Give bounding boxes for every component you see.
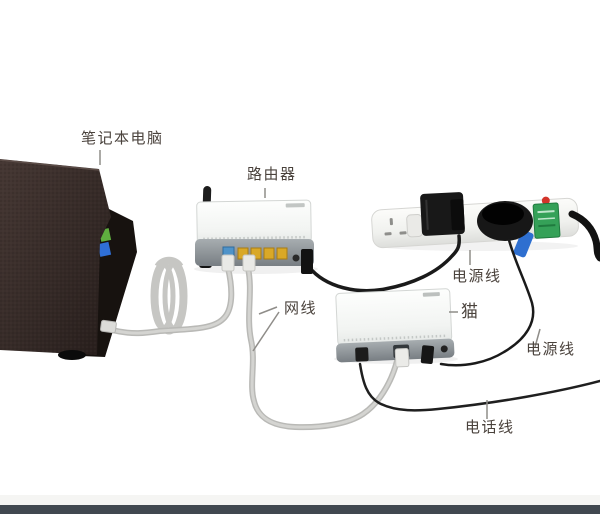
- pointer-network-cable-b: [252, 311, 280, 352]
- modem: [335, 288, 455, 368]
- laptop-lid-edge: [0, 159, 100, 171]
- strip-socket-mark-3: [399, 231, 407, 235]
- router-lan-port-4: [276, 247, 288, 260]
- power-adapter-rectangular: [420, 192, 465, 236]
- laptop: [0, 159, 137, 360]
- pointer-network-cable-a: [258, 306, 278, 315]
- cable-coil: [150, 256, 188, 335]
- strip-socket-mark-1: [389, 218, 393, 226]
- laptop-label: 笔记本电脑: [81, 130, 164, 147]
- strip-socket-mark-2: [384, 232, 392, 236]
- laptop-lid-texture: [0, 159, 111, 355]
- modem-logo: [422, 292, 440, 297]
- strip-blue-tag: [513, 230, 534, 258]
- modem-label: 猫: [461, 302, 480, 321]
- lan-cable-laptop-router: [109, 265, 235, 337]
- power-cable-router: [307, 234, 461, 293]
- modem-power-port-plug: [420, 345, 435, 364]
- bottom-dark-bar: [0, 505, 600, 514]
- power-cable-modem-label: 电源线: [526, 341, 576, 358]
- router-lan-port-2: [250, 247, 262, 260]
- laptop-sticker-blue: [97, 241, 112, 257]
- power-cable-router-label: 电源线: [452, 268, 502, 285]
- router-cable-connector-1: [221, 254, 235, 272]
- bottom-light-strip: [0, 495, 600, 505]
- router-power-plug: [301, 249, 313, 274]
- pointer-lines: [99, 150, 541, 419]
- modem-extra-port: [440, 345, 448, 353]
- router-logo: [285, 203, 305, 208]
- phone-cable-label: 电话线: [465, 419, 515, 436]
- strip-power-cord: [568, 210, 600, 262]
- power-adapter-round: [477, 201, 533, 241]
- power-strip: [371, 192, 600, 262]
- router-lan-port-3: [263, 247, 275, 260]
- modem-vents: [343, 334, 448, 342]
- laptop-foot: [58, 350, 86, 360]
- modem-top-cover: [335, 288, 453, 346]
- router-power-jack: [292, 254, 300, 262]
- router-label: 路由器: [247, 166, 297, 183]
- router: [195, 186, 314, 274]
- strip-green-label: [532, 202, 561, 239]
- pointer-power-cable-modem: [534, 328, 541, 348]
- modem-cable-connector: [394, 348, 410, 368]
- router-cable-connector-2: [242, 254, 256, 272]
- lan-cable-router-modem: [245, 265, 400, 431]
- network-cable-label: 网线: [284, 300, 318, 317]
- router-vents: [203, 235, 307, 241]
- strip-power-switch-red: [541, 196, 550, 205]
- power-cable-modem: [439, 238, 535, 367]
- modem-phone-port-plug: [355, 347, 369, 362]
- phone-cable: [358, 362, 600, 412]
- strip-empty-socket: [406, 213, 424, 238]
- laptop-ethernet-connector: [99, 319, 117, 334]
